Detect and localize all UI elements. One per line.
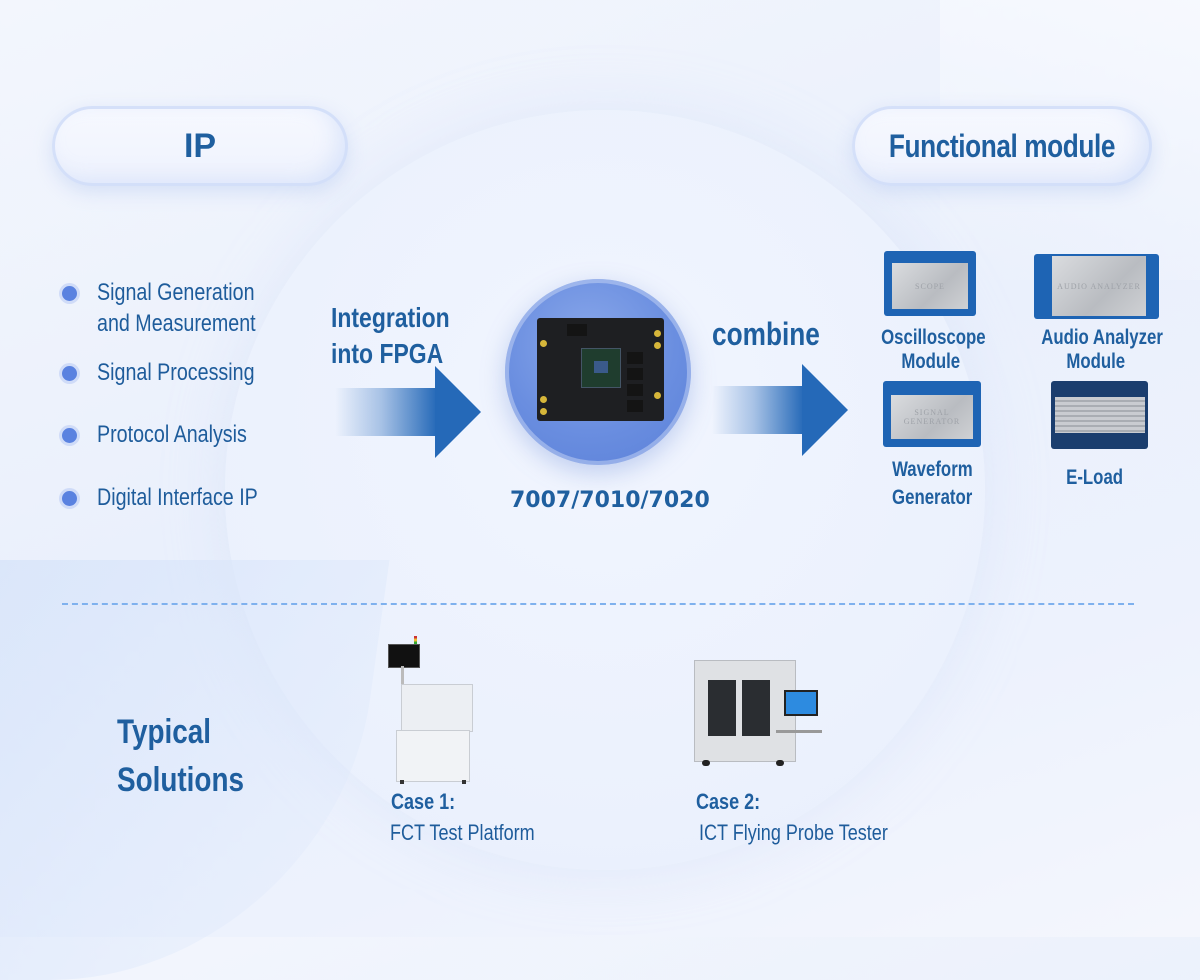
module-name-line2: Module <box>901 350 961 373</box>
ip-item-label: Digital Interface IP <box>97 484 258 511</box>
ip-item-label: Signal Generation <box>97 279 255 306</box>
case-2-subtitle: ICT Flying Probe Tester <box>699 820 929 846</box>
ip-list-item-protocol-analysis: Protocol Analysis <box>60 419 280 450</box>
combine-label-text: combine <box>712 316 820 352</box>
audio-analyzer-module-name: Audio Analyzer Module <box>1026 326 1166 374</box>
ip-item-label: Signal Processing <box>97 359 255 386</box>
case-1-title-text: Case 1: <box>391 789 456 814</box>
functional-module-pill: Functional module <box>852 106 1152 186</box>
ip-item-label: Protocol Analysis <box>97 421 247 448</box>
fpga-models-label: 7007/7010/7020 <box>510 488 710 513</box>
bullet-icon <box>62 286 77 301</box>
ip-item-label-continued: and Measurement <box>97 310 256 337</box>
audio-analyzer-module-image: AUDIO ANALYZER <box>1034 254 1159 319</box>
section-divider <box>62 603 1134 605</box>
module-name-line1: Oscilloscope <box>881 326 986 349</box>
oscilloscope-module-image: SCOPE <box>884 251 976 316</box>
ip-pill-label: IP <box>183 126 217 165</box>
waveform-shield-text: SIGNAL GENERATOR <box>891 395 973 439</box>
module-name-line1: E-Load <box>1066 466 1124 489</box>
ip-list-item-digital-interface: Digital Interface IP <box>60 482 293 513</box>
bullet-icon <box>62 491 77 506</box>
ip-list-item-signal-processing: Signal Processing <box>60 357 289 388</box>
module-name-line2: Generator <box>891 486 973 509</box>
module-name-line1: Waveform <box>891 458 973 481</box>
oscilloscope-module-name: Oscilloscope Module <box>868 326 994 374</box>
case-2-subtitle-text: ICT Flying Probe Tester <box>699 820 888 845</box>
case-1-subtitle-text: FCT Test Platform <box>390 820 535 845</box>
case-1-title: Case 1: <box>391 789 469 815</box>
ip-list-item-signal-generation: Signal Generation and Measurement <box>60 277 290 339</box>
combine-arrow-icon <box>712 364 848 456</box>
integration-label-line1: Integration <box>331 302 450 333</box>
fpga-models-text: 7007/7010/7020 <box>510 488 710 513</box>
bullet-icon <box>62 366 77 381</box>
fpga-board-image <box>537 318 664 421</box>
integration-label-line2: into FPGA <box>331 338 444 369</box>
case-2-title: Case 2: <box>696 789 774 815</box>
integration-label: Integration into FPGA <box>331 300 476 372</box>
module-name-line1: Audio Analyzer <box>1041 326 1163 349</box>
typical-solutions-line1: Typical <box>117 713 212 751</box>
combine-label: combine <box>712 316 844 353</box>
audio-analyzer-shield-text: AUDIO ANALYZER <box>1052 256 1146 316</box>
case-2-title-text: Case 2: <box>696 789 761 814</box>
waveform-generator-module-name: Waveform Generator <box>870 456 994 512</box>
ip-pill: IP <box>52 106 348 186</box>
typical-solutions-line2: Solutions <box>117 761 245 799</box>
functional-module-pill-label: Functional module <box>888 127 1116 164</box>
module-name-line2: Module <box>1066 350 1126 373</box>
bullet-icon <box>62 428 77 443</box>
integration-arrow-icon <box>335 366 481 458</box>
e-load-module-image <box>1051 381 1148 449</box>
oscilloscope-shield-text: SCOPE <box>892 263 968 309</box>
fct-test-platform-image <box>386 636 486 786</box>
waveform-generator-module-image: SIGNAL GENERATOR <box>883 381 981 447</box>
case-1-subtitle: FCT Test Platform <box>390 820 566 846</box>
ict-flying-probe-tester-image <box>694 646 826 772</box>
typical-solutions-title: Typical Solutions <box>117 708 272 804</box>
e-load-module-name: E-Load <box>1040 466 1150 490</box>
